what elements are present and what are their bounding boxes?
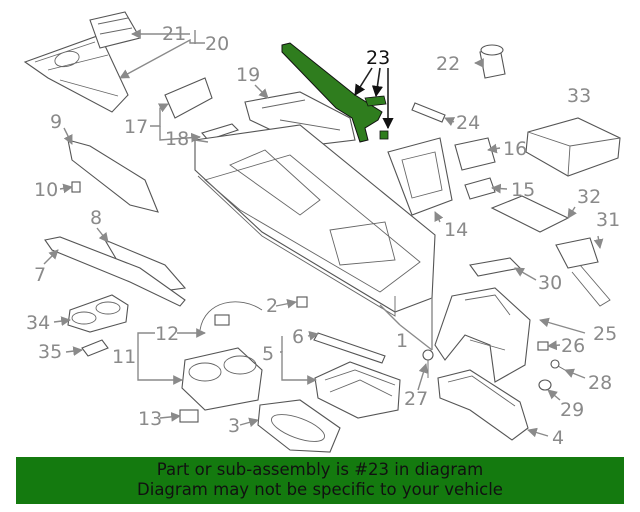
callout-29: 29 (560, 399, 584, 421)
callout-9: 9 (50, 111, 62, 133)
callout-31: 31 (596, 209, 620, 231)
part-18-pad[interactable] (201, 123, 240, 141)
part-35-pad[interactable] (81, 339, 109, 357)
callout-33: 33 (567, 85, 591, 107)
callout-11: 11 (112, 346, 136, 368)
part-7-trim[interactable] (44, 236, 186, 307)
part-6-strip[interactable] (313, 332, 386, 364)
callout-3: 3 (228, 415, 240, 437)
callout-7: 7 (34, 264, 46, 286)
part-2-cap[interactable] (296, 296, 308, 308)
leader-23 (354, 67, 394, 130)
callout-12: 12 (155, 323, 179, 345)
part-14-panel[interactable] (387, 137, 453, 216)
callout-28: 28 (588, 372, 612, 394)
callout-27: 27 (404, 388, 428, 410)
callout-10: 10 (34, 179, 58, 201)
part-1-console-assembly[interactable] (194, 124, 436, 317)
callout-26: 26 (561, 335, 585, 357)
part-3-bezel[interactable] (257, 399, 341, 453)
callout-24: 24 (456, 112, 480, 134)
part-15-knob[interactable] (464, 177, 496, 200)
callout-5: 5 (262, 343, 274, 365)
part-20-console-upper-trim[interactable] (23, 34, 129, 113)
callout-13: 13 (138, 408, 162, 430)
part-33-armrest-lid[interactable] (525, 117, 621, 177)
part-26-clip[interactable] (537, 341, 549, 351)
callout-21: 21 (162, 23, 186, 45)
footer-line-1: Part or sub-assembly is #23 in diagram (156, 460, 484, 479)
part-24-strip[interactable] (411, 102, 446, 123)
callout-19: 19 (236, 64, 260, 86)
callout-1: 1 (396, 330, 408, 352)
part-31-bracket[interactable] (555, 237, 611, 307)
part-34-mat[interactable] (67, 294, 129, 333)
callout-16: 16 (503, 138, 527, 160)
part-9-side-panel[interactable] (67, 139, 159, 213)
leader-lines (43, 29, 604, 438)
part-21-shifter-bezel[interactable] (89, 11, 141, 49)
callout-15: 15 (511, 179, 535, 201)
part-23-highlighted-trim[interactable] (281, 42, 389, 143)
part-25-bracket[interactable] (434, 287, 531, 383)
callout-2: 2 (266, 295, 278, 317)
part-5-storage-bin[interactable] (314, 361, 401, 419)
part-4-lower-bracket[interactable] (437, 369, 529, 441)
part-11-cupholder[interactable] (181, 347, 263, 411)
part-19-storage-tray[interactable] (244, 91, 356, 147)
callout-30: 30 (538, 272, 562, 294)
part-32-tray[interactable] (490, 195, 570, 233)
part-10-clip[interactable] (71, 181, 81, 193)
callout-23: 23 (366, 47, 390, 69)
part-29-nut[interactable] (538, 379, 552, 391)
part-17-bracket[interactable] (164, 77, 213, 119)
part-16-vent[interactable] (454, 137, 496, 171)
footer-banner: Part or sub-assembly is #23 in diagram D… (16, 457, 624, 504)
callout-18: 18 (165, 128, 189, 150)
callout-8: 8 (90, 207, 102, 229)
part-27-bolt[interactable] (422, 349, 434, 378)
callout-20: 20 (205, 33, 229, 55)
callout-22: 22 (436, 53, 460, 75)
part-30-clip[interactable] (469, 257, 522, 277)
callout-4: 4 (552, 427, 564, 449)
callout-32: 32 (577, 186, 601, 208)
callout-34: 34 (26, 312, 50, 334)
callout-14: 14 (444, 219, 468, 241)
callout-25: 25 (593, 323, 617, 345)
part-12-harness[interactable] (199, 301, 263, 331)
footer-line-2: Diagram may not be specific to your vehi… (137, 480, 503, 499)
part-13-clip[interactable] (179, 409, 199, 423)
part-22-knob[interactable] (479, 44, 506, 79)
callout-35: 35 (38, 341, 62, 363)
callout-6: 6 (292, 326, 304, 348)
callout-17: 17 (124, 116, 148, 138)
callout-labels: 1 2 3 4 5 6 7 8 9 10 11 12 13 14 15 16 1… (26, 23, 620, 449)
